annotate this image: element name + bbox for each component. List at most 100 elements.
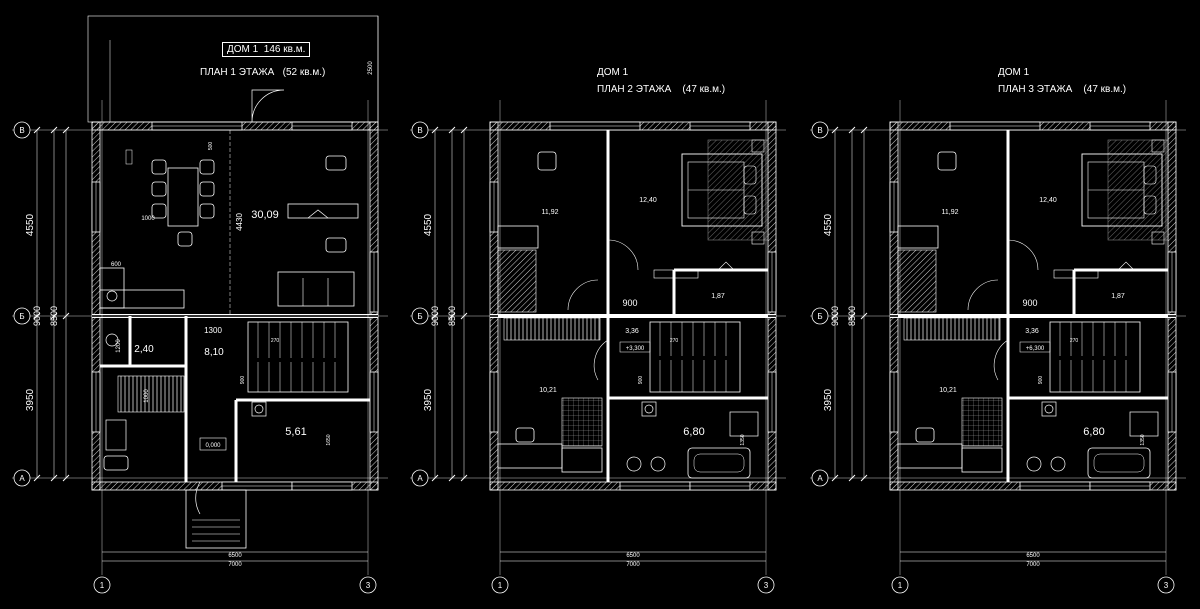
door-swing [593,339,609,381]
sink-bowl [106,290,118,302]
dim-label: 270 [271,338,280,344]
nightstand [751,231,765,245]
door-swing [195,481,201,515]
dim-label: 6500 [626,553,640,559]
room-area-hall: 3,36 [1025,328,1039,335]
wall-left [889,121,899,491]
wall-left [489,121,499,491]
grid-row-label: А [19,474,25,483]
grid-bubble-row [13,121,31,139]
boiler-ring [1044,404,1054,414]
dim-label: 4550 [423,213,434,236]
dim-label: 1000 [144,389,150,403]
bathtub [687,447,751,479]
boiler [1041,401,1057,417]
wardrobe-hatched [497,249,537,313]
armchair [325,155,347,171]
dim-label: 900 [240,376,246,385]
nightstand [1151,139,1165,153]
chair [151,181,167,197]
chair [151,159,167,175]
dim-label: 270 [670,338,679,344]
sofa [277,271,355,307]
armchair [325,237,347,253]
nightstand [751,139,765,153]
bathtub [1087,447,1151,479]
dim-tick [62,474,70,482]
level-label: +6,300 [1026,346,1045,352]
plan1-house-box: ДОМ 1 146 кв.м. [222,42,311,57]
dim-label: 1000 [141,216,155,222]
grid-col-label: 1 [498,581,503,590]
desk [497,443,563,469]
room-area-bedroom2: 12,40 [639,197,657,204]
grid-bubble-row [13,469,31,487]
door-swing [1007,239,1039,271]
grid-row-label: В [417,126,422,135]
chair [177,231,193,247]
dim-label: 3950 [423,388,434,411]
sink-cabinet [99,267,125,309]
dim-tick [62,126,70,134]
room-area-closet: 1,87 [711,293,725,300]
dim-tick [33,474,41,482]
desk [497,225,539,249]
plan1-plan-name: ПЛАН 1 ЭТАЖА [200,67,275,78]
grid-bubble-col [491,576,509,594]
dim-label: 6500 [1026,553,1040,559]
dim-tick [848,312,856,320]
grid-row-label: Б [817,312,822,321]
shower [961,447,1003,473]
wall-left [91,121,101,491]
armchair [103,455,129,471]
plan3-plan-name: ПЛАН 3 ЭТАЖА [998,84,1073,95]
dim-label: 7000 [626,562,640,568]
kitchen-counter [99,289,185,309]
grid-bubble-col [359,576,377,594]
chair [151,203,167,219]
plan3-plan-area: (47 кв.м.) [1083,84,1127,95]
grid-row-label: А [417,474,423,483]
dim-tick [831,126,839,134]
grid-row-label: В [19,126,24,135]
plan1-house-area: 146 кв.м. [263,44,306,55]
toilet [105,333,119,347]
hanger [717,261,735,271]
tv-stand [287,203,359,219]
nightstand [1151,231,1165,245]
terrace-outline [87,15,379,123]
grid-col-label: 3 [366,581,371,590]
washbasin [729,411,759,437]
dim-tick [33,126,41,134]
tv-icon [307,209,329,219]
tile-area [561,397,603,447]
grid-bubble-row [13,307,31,325]
chair [199,181,215,197]
plan3-house: ДОМ 1 [998,67,1030,78]
cabinet [105,419,127,451]
dim-label: 900 [638,376,644,385]
pillow [1143,195,1157,215]
grid-row-label: А [817,474,823,483]
dim-tick [431,312,439,320]
dining-table [167,167,199,227]
boiler-ring [254,404,264,414]
dim-label: 1350 [1140,434,1146,445]
room-area-bedroom2: 12,40 [1039,197,1057,204]
dim-tick [448,474,456,482]
dim-tick [460,474,468,482]
plan1-title: ПЛАН 1 ЭТАЖА (52 кв.м.) [200,67,325,78]
grid-bubble-row [811,307,829,325]
room-area-bedroom3: 10,21 [539,387,557,394]
door-swing [993,339,1009,381]
room-area-living: 30,09 [251,209,279,221]
dim-label: 2500 [368,61,374,75]
bidet [1050,456,1066,472]
porch [185,489,247,549]
dim-label: 1200 [116,339,122,353]
chair [915,427,935,443]
staircase [247,321,349,393]
